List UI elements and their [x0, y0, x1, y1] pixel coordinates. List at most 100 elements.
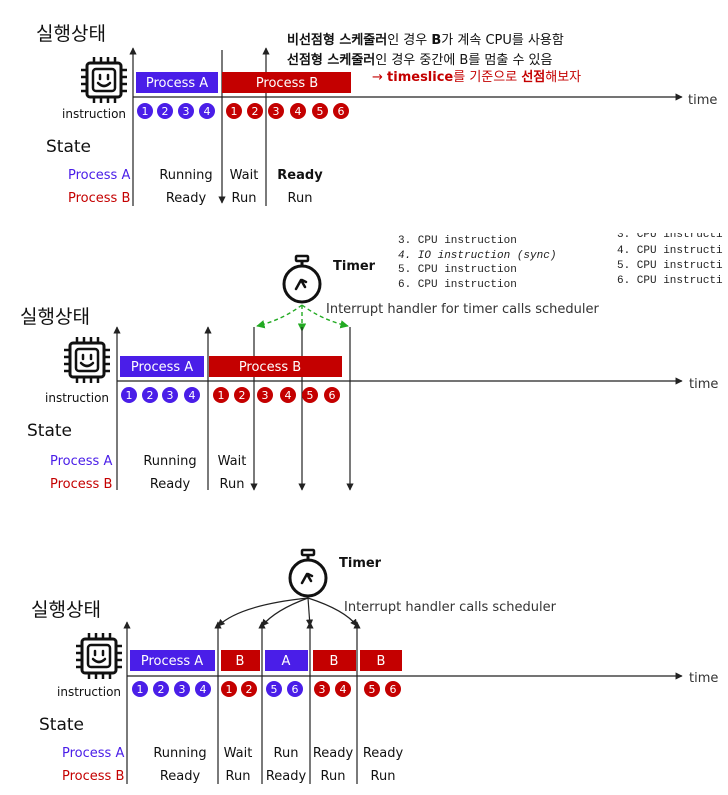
process-a-bar — [120, 356, 204, 377]
instruction-number: 1 — [218, 389, 225, 402]
code-line: 5. CPU instruction — [398, 264, 517, 276]
instruction-number: 2 — [239, 389, 246, 402]
code-line: 3. CPU instruction — [398, 235, 517, 247]
instruction-circle — [290, 103, 306, 119]
instruction-number: 1 — [226, 683, 233, 696]
instruction-number: 3 — [179, 683, 186, 696]
state-cell: Run — [274, 746, 299, 761]
timer-label: Timer — [333, 259, 376, 274]
process-b-bar — [221, 650, 260, 671]
instruction-number: 5 — [369, 683, 376, 696]
state-cell: Ready — [160, 769, 201, 784]
instruction-circle — [302, 387, 318, 403]
process-a-bar — [136, 72, 218, 93]
instruction-number: 6 — [329, 389, 336, 402]
state-cell: Ready — [363, 746, 404, 761]
stopwatch-icon — [282, 254, 322, 304]
cpu-chip-icon — [74, 631, 124, 681]
instruction-circle — [174, 681, 190, 697]
state-cell: Run — [232, 191, 257, 206]
process-a-bar-label: Process A — [146, 76, 208, 91]
instruction-circle — [153, 681, 169, 697]
instruction-circle — [157, 103, 173, 119]
instruction-circle — [324, 387, 340, 403]
instruction-circle — [385, 681, 401, 697]
instruction-number: 4 — [204, 105, 211, 118]
instruction-circle — [142, 387, 158, 403]
instruction-circle — [333, 103, 349, 119]
instruction-circle — [137, 103, 153, 119]
state-cell: Run — [226, 769, 251, 784]
panel-2: 3. CPU instruction 4. IO instruction (sy… — [20, 226, 728, 492]
process-b-bar-label: B — [236, 654, 245, 669]
instruction-number: 5 — [307, 389, 314, 402]
instruction-circle — [213, 387, 229, 403]
process-a-row-label: Process A — [62, 746, 124, 761]
process-a-bar-label: Process A — [131, 360, 193, 375]
process-b-row-label: Process B — [62, 769, 124, 784]
instruction-number: 6 — [292, 683, 299, 696]
panel-1: 실행상태 instruction time Process A Process … — [36, 23, 717, 206]
cpu-chip-icon — [62, 335, 112, 385]
process-b-bar — [360, 650, 402, 671]
instruction-circle — [178, 103, 194, 119]
code-line: 4. IO instruction (sync) — [398, 250, 556, 262]
state-cell: Run — [220, 477, 245, 492]
instruction-circle — [314, 681, 330, 697]
time-label: time — [689, 671, 718, 686]
stopwatch-icon — [288, 548, 328, 598]
cpu-chip-icon — [79, 55, 129, 105]
state-cell: Running — [153, 746, 206, 761]
process-b-bar-label: Process B — [256, 76, 318, 91]
state-heading: State — [39, 715, 84, 735]
state-cell: Run — [321, 769, 346, 784]
timer-interrupt-arrow — [305, 597, 314, 627]
instruction-circle — [280, 387, 296, 403]
time-label: time — [688, 93, 717, 108]
instruction-circle — [162, 387, 178, 403]
instruction-number: 1 — [126, 389, 133, 402]
state-cell: Run — [371, 769, 396, 784]
state-cell: Wait — [230, 168, 259, 183]
process-b-row-label: Process B — [50, 477, 112, 492]
process-b-bar — [222, 72, 351, 93]
code-listing-left: 3. CPU instruction 4. IO instruction (sy… — [398, 235, 556, 291]
exec-state-label: 실행상태 — [20, 306, 90, 328]
instruction-number: 3 — [319, 683, 326, 696]
instruction-number: 6 — [390, 683, 397, 696]
instruction-circle — [184, 387, 200, 403]
process-b-bar-label: B — [377, 654, 386, 669]
code-line: 4. CPU instructi — [617, 245, 723, 257]
instruction-number: 5 — [271, 683, 278, 696]
instruction-circle — [266, 681, 282, 697]
process-a-bar — [130, 650, 215, 671]
instruction-number: 5 — [317, 105, 324, 118]
instruction-circle — [241, 681, 257, 697]
instruction-number: 3 — [262, 389, 269, 402]
interrupt-note: Interrupt handler calls scheduler — [344, 600, 557, 615]
instruction-circle — [257, 387, 273, 403]
instruction-number: 2 — [158, 683, 165, 696]
exec-state-label: 실행상태 — [36, 23, 106, 45]
instruction-number: 3 — [167, 389, 174, 402]
instruction-label: instruction — [45, 391, 109, 405]
instruction-number: 4 — [340, 683, 347, 696]
instruction-number: 3 — [183, 105, 190, 118]
instruction-label: instruction — [62, 107, 126, 121]
state-cell: Wait — [224, 746, 253, 761]
instruction-number: 1 — [137, 683, 144, 696]
instruction-number: 1 — [142, 105, 149, 118]
process-a-bar-label: Process A — [141, 654, 203, 669]
process-b-row-label: Process B — [68, 191, 130, 206]
instruction-circle — [199, 103, 215, 119]
panel-3: Timer Interrupt handler calls scheduler … — [31, 548, 718, 784]
instruction-number: 2 — [147, 389, 154, 402]
instruction-circle — [121, 387, 137, 403]
timer-interrupt-arrow — [217, 597, 309, 627]
code-listing-right: 3. CPU instructi 4. CPU instructi 5. CPU… — [617, 229, 723, 287]
state-cell: Ready — [266, 769, 307, 784]
instruction-circles: 1 2 3 4 1 2 3 4 5 6 — [137, 103, 349, 119]
code-line: 5. CPU instructi — [617, 260, 723, 272]
instruction-circle — [226, 103, 242, 119]
process-a-bar-label: A — [282, 654, 291, 669]
